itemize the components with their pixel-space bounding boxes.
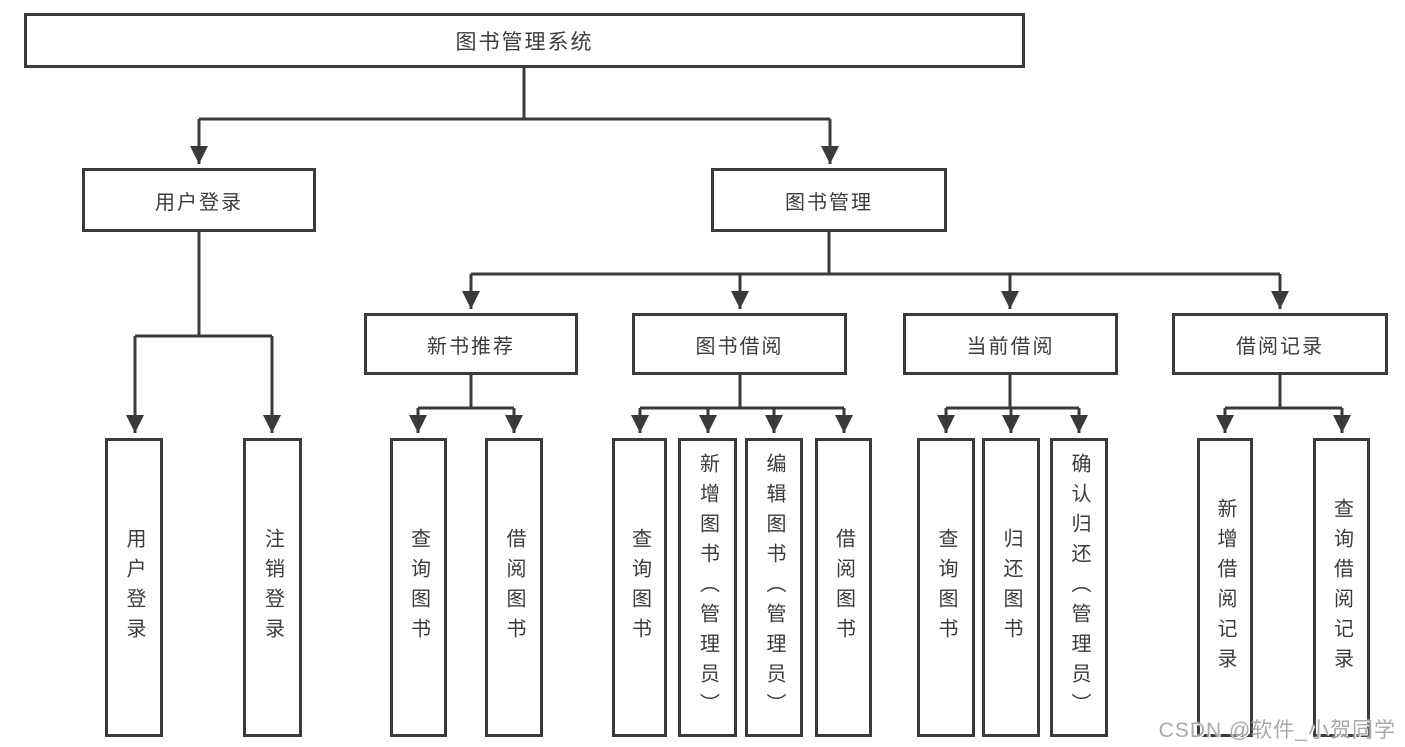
leaf-borrow-books: 借阅图书 <box>815 438 872 737</box>
node-user-login: 用户登录 <box>82 168 316 232</box>
leaf-add-borrow-record: 新增借阅记录 <box>1197 438 1253 737</box>
leaf-add-books-admin: 新增图书（管理员） <box>678 438 737 737</box>
node-book-management: 图书管理 <box>711 168 947 232</box>
leaf-edit-books-admin: 编辑图书（管理员） <box>745 438 803 737</box>
leaf-query-books-recommend: 查询图书 <box>390 438 447 737</box>
node-current-borrow: 当前借阅 <box>903 313 1118 375</box>
leaf-user-login: 用户登录 <box>105 438 163 737</box>
leaf-borrow-books-recommend: 借阅图书 <box>485 438 543 737</box>
node-library-management-system: 图书管理系统 <box>24 13 1025 68</box>
node-borrow-records: 借阅记录 <box>1172 313 1388 375</box>
node-new-book-recommend: 新书推荐 <box>364 313 578 375</box>
leaf-query-books-current: 查询图书 <box>917 438 975 737</box>
node-book-borrow: 图书借阅 <box>632 313 847 375</box>
csdn-watermark: CSDN @软件_小贺同学 <box>1158 719 1396 742</box>
leaf-query-borrow-record: 查询借阅记录 <box>1313 438 1370 737</box>
leaf-query-books-borrow: 查询图书 <box>612 438 667 737</box>
leaf-confirm-return-admin: 确认归还（管理员） <box>1050 438 1108 737</box>
leaf-logout: 注销登录 <box>243 438 302 737</box>
leaf-return-books: 归还图书 <box>982 438 1040 737</box>
